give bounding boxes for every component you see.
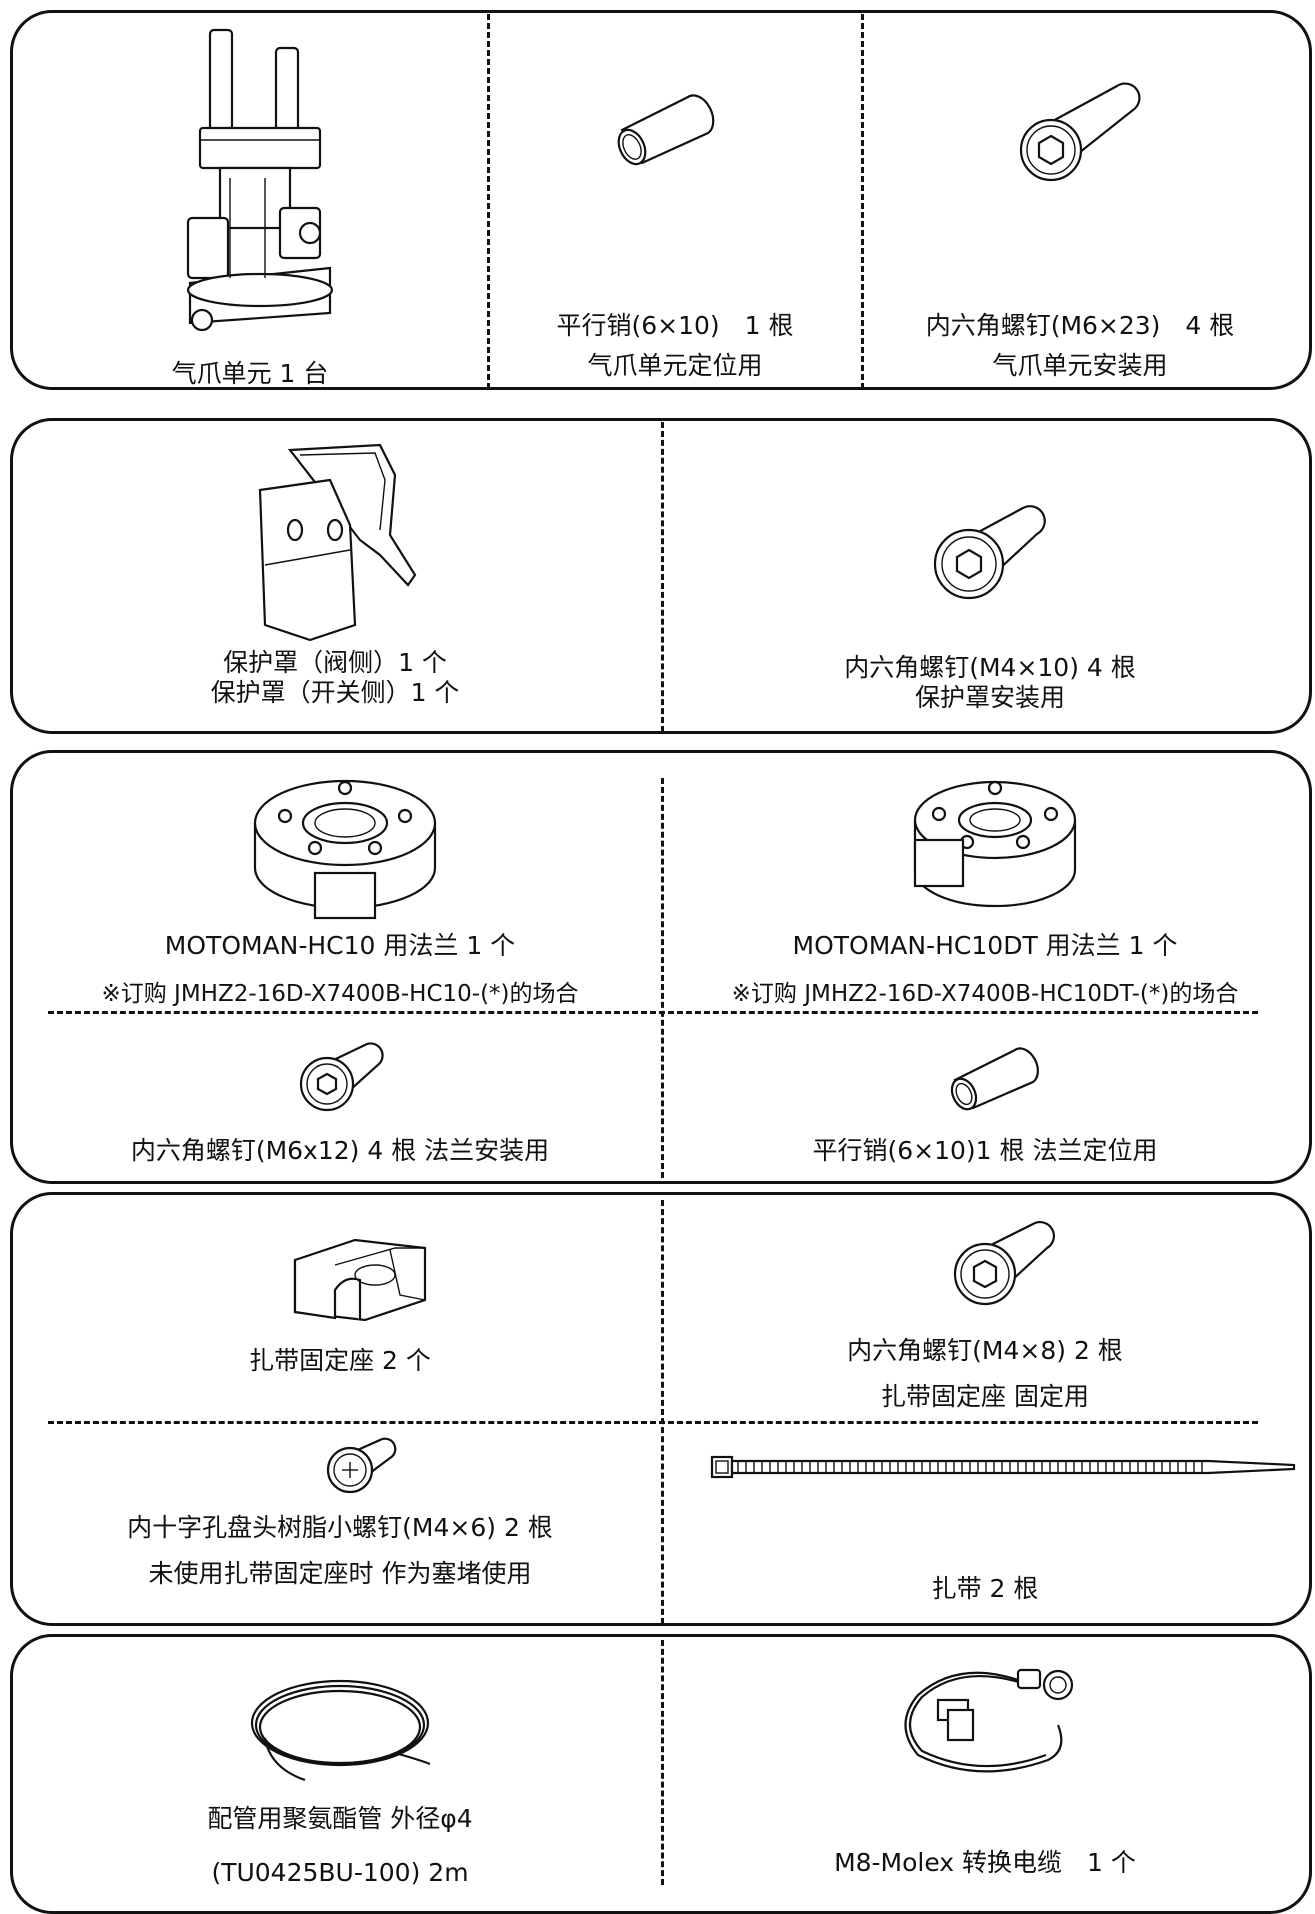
divider-vertical [661,1640,664,1885]
divider-vertical [661,422,664,732]
cable-tie-mount-icon [293,1238,427,1322]
item-caption: MOTOMAN-HC10DT 用法兰 1 个 ※订购 JMHZ2-16D-X74… [731,931,1239,1007]
cable-tie-icon [710,1455,1296,1479]
divider-vertical [661,778,664,1178]
divider-horizontal [48,1011,1258,1014]
protective-cover-icon [258,443,417,642]
item-caption: MOTOMAN-HC10 用法兰 1 个 ※订购 JMHZ2-16D-X7400… [101,931,579,1007]
flange-icon [913,780,1077,908]
divider-vertical [661,1200,664,1624]
item-caption: 气爪单元 1 台 [171,359,329,388]
hex-socket-screw-icon [933,505,1046,600]
item-caption: 内十字孔盘头树脂小螺钉(M4×6) 2 根 未使用扎带固定座时 作为塞堵使用 [127,1513,553,1588]
divider-vertical [861,14,864,389]
hex-socket-screw-icon [953,1221,1055,1306]
item-caption: 平行销(6×10) 1 根 气爪单元定位用 [556,311,794,380]
item-caption: 配管用聚氨酯管 外径φ4 (TU0425BU-100) 2m [207,1804,473,1887]
phillips-pan-head-screw-icon [326,1437,397,1494]
flange-icon [253,779,437,920]
hex-socket-screw-icon [1019,82,1141,182]
parallel-pin-icon [950,1047,1039,1111]
conversion-cable-icon [904,1668,1074,1773]
divider-vertical [487,14,490,389]
item-caption: 扎带固定座 2 个 [249,1346,431,1375]
parallel-pin-icon [617,94,715,166]
gripper-unit-icon [186,28,334,332]
item-caption: 内六角螺钉(M6x12) 4 根 法兰安装用 [130,1136,550,1165]
item-caption: M8-Molex 转换电缆 1 个 [834,1848,1136,1877]
item-caption: 内六角螺钉(M6×23) 4 根 气爪单元安装用 [925,311,1235,380]
polyurethane-tube-icon [250,1679,431,1782]
item-caption: 平行销(6×10)1 根 法兰定位用 [812,1136,1158,1165]
hex-socket-screw-icon [299,1042,384,1112]
item-caption: 扎带 2 根 [931,1574,1039,1603]
item-caption: 内六角螺钉(M4×8) 2 根 扎带固定座 固定用 [847,1336,1123,1411]
item-caption: 内六角螺钉(M4×10) 4 根 保护罩安装用 [844,653,1136,712]
divider-horizontal [48,1421,1258,1424]
item-caption: 保护罩（阀侧）1 个 保护罩（开关侧）1 个 [210,648,460,707]
